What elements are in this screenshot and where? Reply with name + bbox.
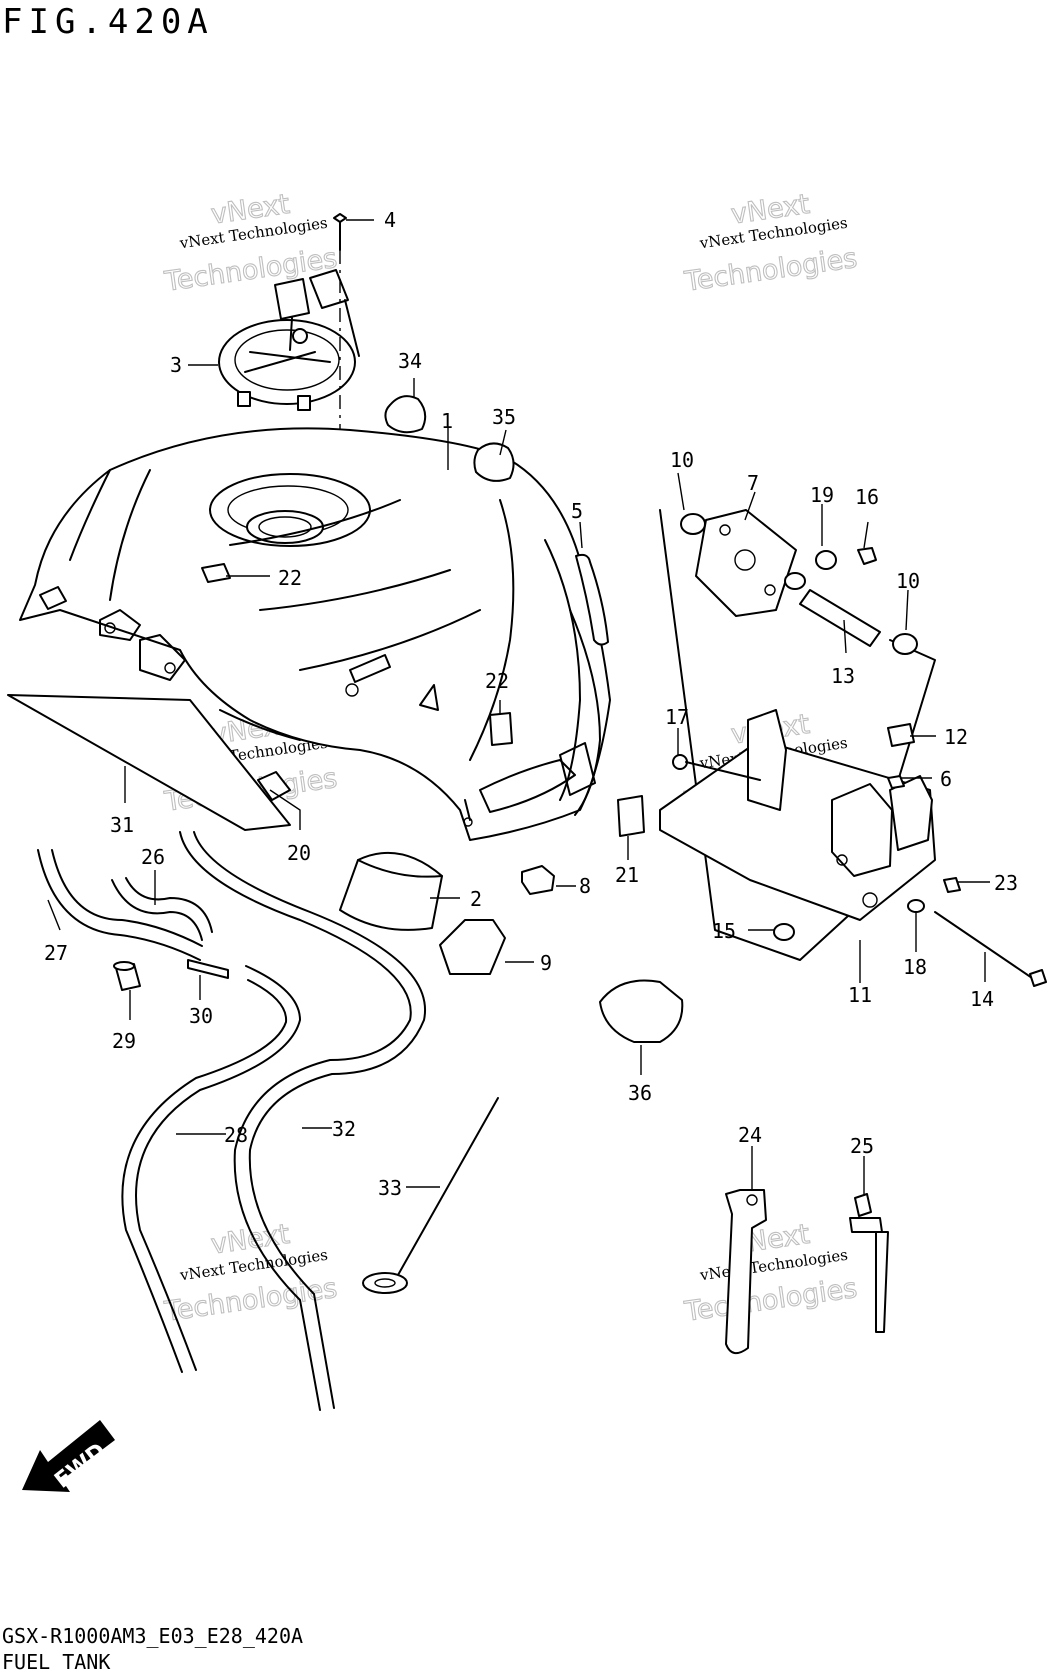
callout-labels: 4 3 34 1 35 5 22 22 31 20 26 27 2 8 21 9… (44, 208, 1018, 1200)
callout-22b: 22 (485, 669, 509, 693)
callout-14: 14 (970, 987, 994, 1011)
callout-34: 34 (398, 349, 422, 373)
callout-10b: 10 (896, 569, 920, 593)
watermark-bottom-left: vNext vNext Technologies Technologies (161, 1218, 339, 1328)
part-screw-4 (333, 213, 347, 251)
part-washer-18 (907, 899, 925, 913)
bracket-assembly (659, 509, 1047, 987)
part-bolt-14 (1029, 969, 1047, 987)
part-hose-32 (179, 831, 427, 1411)
part-pipe-13 (799, 589, 881, 647)
callout-24: 24 (738, 1123, 762, 1147)
leader-lines (47, 219, 990, 1196)
callout-29: 29 (112, 1029, 136, 1053)
callout-18: 18 (903, 955, 927, 979)
figure-name: FUEL TANK (2, 1650, 111, 1674)
callout-26: 26 (141, 845, 165, 869)
part-rod-33 (362, 1097, 499, 1294)
part-plate-7 (695, 509, 797, 617)
part-pad-36 (599, 979, 684, 1043)
part-clip-12 (887, 723, 915, 747)
callout-36: 36 (628, 1081, 652, 1105)
part-fuel-tank-1 (19, 427, 611, 841)
part-rubber-9 (439, 919, 506, 975)
callout-35: 35 (492, 405, 516, 429)
callout-17: 17 (665, 705, 689, 729)
part-bolt-16 (857, 547, 877, 565)
callout-15: 15 (712, 919, 736, 943)
watermark-top-right: vNext vNext Technologies Technologies (681, 188, 859, 298)
label-22-a (201, 563, 231, 583)
watermark-bottom-right: vNext vNext Technologies Technologies (681, 1218, 859, 1328)
part-hose-28 (121, 965, 301, 1373)
part-joint-30 (187, 959, 229, 979)
figure-title: FIG.420A (2, 2, 214, 42)
part-seal-5 (575, 553, 609, 646)
part-collar-10a (680, 513, 706, 535)
part-nut-23 (943, 877, 961, 893)
callout-12: 12 (944, 725, 968, 749)
callout-8: 8 (579, 874, 591, 898)
part-fuel-cap-3 (218, 269, 360, 411)
part-cushion-8 (521, 865, 555, 895)
part-pad-35 (473, 442, 515, 482)
callout-33: 33 (378, 1176, 402, 1200)
callout-23: 23 (994, 871, 1018, 895)
callout-27: 27 (44, 941, 68, 965)
callout-2: 2 (470, 887, 482, 911)
callout-1: 1 (441, 409, 453, 433)
part-strip-31 (7, 694, 291, 831)
fwd-arrow-icon: FWD (22, 1420, 115, 1494)
callout-28: 28 (224, 1123, 248, 1147)
callout-3: 3 (170, 353, 182, 377)
part-cushion-2 (339, 851, 443, 931)
part-hose-27 (37, 849, 203, 961)
callout-10a: 10 (670, 448, 694, 472)
part-pad-34 (384, 395, 427, 434)
callout-6: 6 (940, 767, 952, 791)
callout-25: 25 (850, 1134, 874, 1158)
part-clip-20 (257, 771, 291, 801)
callout-22a: 22 (278, 566, 302, 590)
figure-code: GSX-R1000AM3_E03_E28_420A (2, 1624, 304, 1648)
callout-19: 19 (810, 483, 834, 507)
part-cap-29 (113, 961, 141, 991)
part-collar-10b (892, 633, 918, 655)
label-22-b (489, 712, 513, 746)
callout-7: 7 (747, 471, 759, 495)
callout-13: 13 (831, 664, 855, 688)
callout-9: 9 (540, 951, 552, 975)
callout-11: 11 (848, 983, 872, 1007)
callout-4: 4 (384, 208, 396, 232)
callout-5: 5 (571, 499, 583, 523)
callout-20: 20 (287, 841, 311, 865)
part-bolt-15 (773, 923, 795, 941)
callout-21: 21 (615, 863, 639, 887)
part-cushion-19 (815, 550, 837, 570)
callout-16: 16 (855, 485, 879, 509)
callout-30: 30 (189, 1004, 213, 1028)
part-strap-24 (725, 1189, 767, 1355)
part-tie-25 (849, 1193, 889, 1333)
callout-32: 32 (332, 1117, 356, 1141)
part-hose-26 (111, 877, 213, 941)
part-cushion-17 (672, 754, 688, 770)
callout-31: 31 (110, 813, 134, 837)
part-label-21 (617, 795, 645, 837)
part-nut-6 (887, 775, 905, 789)
